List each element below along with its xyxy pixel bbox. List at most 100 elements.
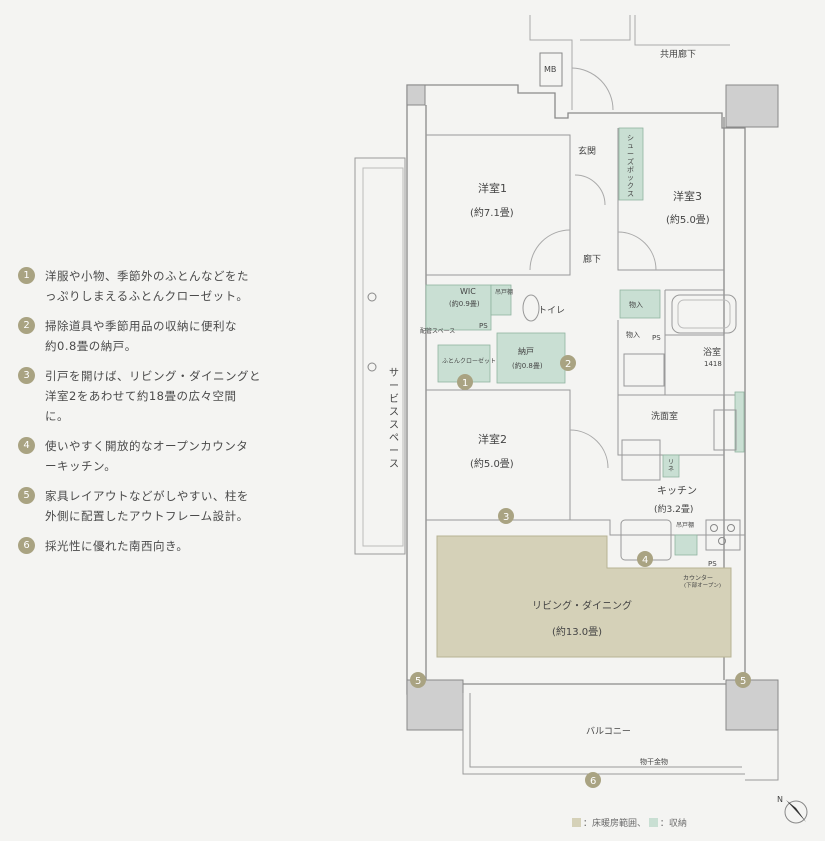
storeroom-size: (約0.8畳) bbox=[512, 361, 543, 370]
svg-text:ス: ス bbox=[389, 459, 399, 470]
svg-text:ー: ー bbox=[627, 150, 634, 158]
svg-text:ボ: ボ bbox=[627, 166, 634, 174]
floor-heating-area bbox=[436, 535, 732, 658]
badge: 6 bbox=[585, 772, 601, 788]
feature-line: に。 bbox=[45, 409, 69, 423]
wic-name: WIC bbox=[460, 287, 476, 296]
wash-basin bbox=[713, 409, 737, 451]
svg-text:3: 3 bbox=[503, 512, 509, 523]
balcony-label: バルコニー bbox=[586, 726, 631, 737]
svg-text:サ: サ bbox=[389, 367, 399, 379]
room3-size: (約5.0畳) bbox=[666, 213, 710, 226]
kitchen-size: (約3.2畳) bbox=[654, 503, 693, 515]
toilet-bowl bbox=[522, 294, 540, 322]
feature-item: 5 家具レイアウトなどがしやすい、柱を 外側に配置したアウトフレーム設計。 bbox=[18, 486, 280, 526]
room1-size: (約7.1畳) bbox=[470, 206, 514, 219]
svg-text:シ: シ bbox=[627, 134, 634, 142]
feature-number: 1 bbox=[18, 267, 35, 284]
svg-text:ー: ー bbox=[389, 446, 399, 457]
ldk-size: (約13.0畳) bbox=[552, 625, 602, 638]
svg-text:6: 6 bbox=[590, 776, 596, 787]
door bbox=[529, 229, 571, 271]
service-space-label: サービ ススペ ース bbox=[389, 367, 399, 470]
counter-label: カウンター bbox=[683, 574, 713, 582]
storeroom-name: 納戸 bbox=[518, 346, 534, 356]
feature-line: 引戸を開けば、リビング・ダイニングと bbox=[45, 369, 261, 383]
badge: 1 bbox=[457, 374, 473, 390]
futon-closet-label: ふとんクローゼット bbox=[442, 357, 496, 365]
feature-text: 家具レイアウトなどがしやすい、柱を 外側に配置したアウトフレーム設計。 bbox=[45, 486, 249, 526]
column bbox=[406, 679, 464, 731]
room1-name: 洋室1 bbox=[478, 181, 507, 195]
mb-label: MB bbox=[544, 65, 556, 74]
feature-line: 約0.8畳の納戸。 bbox=[45, 339, 137, 353]
storage-legend: ：収納 bbox=[659, 819, 687, 829]
feature-number: 2 bbox=[18, 317, 35, 334]
bathtub-inner bbox=[677, 299, 731, 329]
feature-text: 掃除道具や季節用品の収納に便利な 約0.8畳の納戸。 bbox=[45, 316, 237, 356]
badge: 2 bbox=[560, 355, 576, 371]
svg-text:ネ: ネ bbox=[668, 466, 674, 473]
burner-icon bbox=[718, 537, 726, 545]
badge: 4 bbox=[637, 551, 653, 567]
entry-door bbox=[571, 67, 614, 111]
entrance-label: 玄関 bbox=[578, 145, 596, 157]
room2-name: 洋室2 bbox=[478, 432, 507, 446]
burner-icon bbox=[710, 524, 718, 532]
washing-machine bbox=[623, 353, 665, 387]
feature-line: 使いやすく開放的なオープンカウンタ bbox=[45, 439, 249, 453]
svg-text:ペ: ペ bbox=[389, 433, 399, 444]
wic-size: (約0.9畳) bbox=[449, 299, 480, 308]
svg-text:1: 1 bbox=[462, 378, 468, 389]
feature-line: 洋室2をあわせて約18畳の広々空間 bbox=[45, 389, 237, 403]
svg-text:ビ: ビ bbox=[389, 393, 399, 405]
ps-label: PS bbox=[652, 334, 661, 342]
door bbox=[574, 174, 606, 206]
bath-size: 1418 bbox=[704, 360, 722, 368]
svg-text:N: N bbox=[777, 795, 783, 804]
drying-rack-label: 物干金物 bbox=[640, 757, 668, 766]
column bbox=[725, 84, 779, 128]
svg-text:ー: ー bbox=[389, 381, 399, 392]
storage-swatch bbox=[648, 818, 658, 827]
feature-line: 洋服や小物、季節外のふとんなどをた bbox=[45, 269, 249, 283]
burner-icon bbox=[727, 524, 735, 532]
svg-text:リ: リ bbox=[668, 459, 674, 466]
toilet-label: トイレ bbox=[538, 306, 565, 316]
hallway-label: 廊下 bbox=[583, 253, 601, 265]
badge: 3 bbox=[498, 508, 514, 524]
feature-line: 家具レイアウトなどがしやすい、柱を bbox=[45, 489, 249, 503]
feature-line: 採光性に優れた南西向き。 bbox=[45, 539, 189, 553]
feature-item: 6 採光性に優れた南西向き。 bbox=[18, 536, 280, 556]
ps-label: PS bbox=[708, 560, 717, 568]
storage-areas bbox=[425, 127, 745, 556]
legend: ：床暖房範囲、 ：収納 bbox=[572, 816, 687, 829]
drain-icon bbox=[367, 362, 377, 372]
feature-line: ーキッチン。 bbox=[45, 459, 117, 473]
floor-heating-legend: ：床暖房範囲、 bbox=[583, 819, 647, 829]
feature-text: 使いやすく開放的なオープンカウンタ ーキッチン。 bbox=[45, 436, 248, 476]
ldk-name: リビング・ダイニング bbox=[532, 599, 632, 612]
svg-text:ス: ス bbox=[389, 407, 399, 418]
feature-line: 掃除道具や季節用品の収納に便利な bbox=[45, 319, 237, 333]
svg-text:5: 5 bbox=[415, 676, 421, 687]
common-corridor bbox=[529, 15, 730, 110]
column bbox=[725, 679, 779, 731]
badge: 5 bbox=[410, 672, 426, 688]
shoebox-label: シュー ズボッ クス bbox=[627, 134, 634, 198]
feature-line: 外側に配置したアウトフレーム設計。 bbox=[45, 509, 249, 523]
door bbox=[617, 231, 657, 271]
service-space bbox=[354, 157, 406, 555]
bathtub bbox=[671, 294, 737, 334]
closet-label: 物入 bbox=[626, 330, 640, 339]
common-corridor-label: 共用廊下 bbox=[660, 48, 696, 60]
feature-line: っぷりしまえるふとんクローゼット。 bbox=[45, 289, 249, 303]
counter-note: (下部オープン) bbox=[684, 581, 721, 589]
svg-text:ズ: ズ bbox=[627, 157, 634, 166]
piping-space-label: 配管スペース bbox=[420, 327, 455, 335]
feature-item: 1 洋服や小物、季節外のふとんなどをた っぷりしまえるふとんクローゼット。 bbox=[18, 266, 280, 306]
closet-label: 物入 bbox=[629, 300, 643, 309]
drain-icon bbox=[367, 292, 377, 302]
svg-text:2: 2 bbox=[565, 359, 571, 370]
